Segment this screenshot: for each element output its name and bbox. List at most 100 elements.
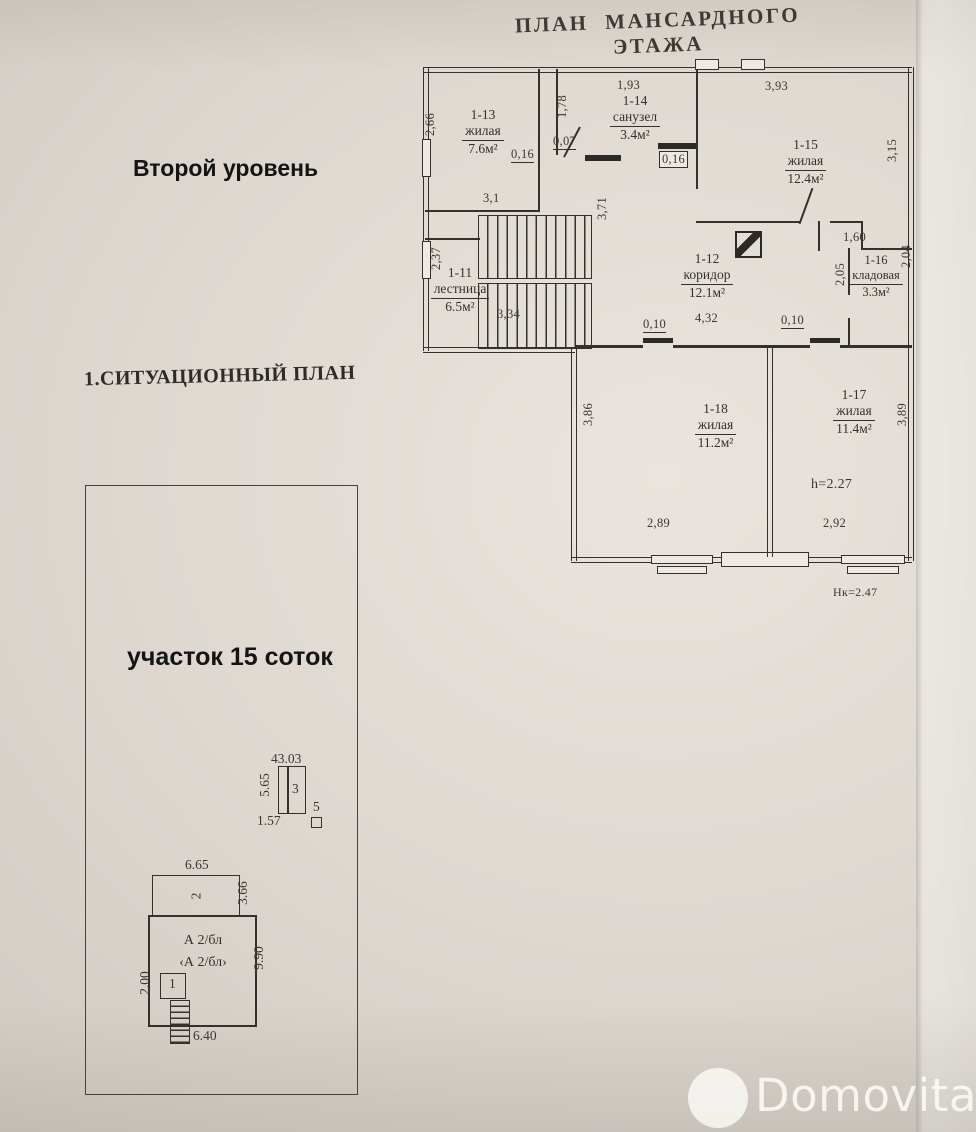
room-id: 1-16 (864, 253, 888, 267)
room-area: 11.4м² (836, 420, 872, 436)
wall-room13-bottom (425, 210, 540, 212)
wall-room15-bottom-b (830, 221, 863, 223)
room-area: 6.5м² (445, 298, 475, 314)
dim-label: 1,93 (617, 78, 641, 92)
dim-label: 2,89 (647, 516, 671, 530)
wall-outer-right (908, 67, 914, 561)
attic-floor-plan: 1-13 жилая 7.6м² 1-14 санузел 3.4м² 1-15… (405, 55, 927, 625)
paper-bottom-shade (0, 1002, 976, 1132)
door-threshold-sanuzel (585, 155, 621, 161)
room-label-1-16: 1-16 кладовая 3.3м² (835, 253, 917, 300)
dim-label: 0,16 (659, 151, 689, 168)
room-label-1-12: 1-12 коридор 12.1м² (653, 251, 761, 301)
wall-cap-1 (695, 59, 719, 70)
room-id: 1-14 (622, 93, 648, 108)
room-id: 1-13 (470, 107, 496, 122)
wall-corridor-bottom-b (673, 345, 810, 348)
door-threshold-room17 (810, 338, 840, 343)
dim-label: 3,15 (885, 138, 900, 163)
house-designation-1: А 2/бл (183, 933, 223, 948)
dim-label: 2,37 (429, 246, 444, 271)
room-label-1-11: 1-11 лестница 6.5м² (413, 265, 507, 315)
door-threshold-room18 (643, 338, 673, 343)
dim-label: 2,04 (899, 244, 914, 269)
house-outline: А 2/бл ‹А 2/бл› (148, 915, 257, 1027)
building-height-label: Hк=2.47 (833, 585, 878, 599)
situational-plan-title: 1.СИТУАЦИОННЫЙ ПЛАН (83, 361, 356, 391)
shed-divider (287, 767, 289, 813)
wall-jog-room16 (861, 221, 863, 250)
room-label-1-17: 1-17 жилая 11.4м² (800, 387, 908, 437)
aux-structure-outline (311, 817, 322, 828)
room-id: 1-11 (447, 265, 473, 280)
house-right-dim: 9.90 (250, 946, 266, 970)
door-threshold-hall (658, 143, 696, 149)
annex-number: 2 (188, 892, 204, 900)
room-id: 1-12 (694, 251, 720, 266)
dim-label: 1,60 (843, 230, 867, 244)
house-designation-2: ‹А 2/бл› (179, 955, 227, 970)
wall-sanuzel-left (556, 69, 558, 155)
room-name: жилая (833, 403, 875, 421)
house-porch-outline: 1 (160, 973, 186, 999)
paper-top-shade (0, 0, 976, 70)
house-steps (170, 1000, 190, 1044)
plot-size-label: участок 15 соток (127, 643, 333, 671)
room-name: лестница (430, 281, 490, 299)
shed-bottom-dim: 1.57 (257, 813, 281, 828)
paper-right-edge (916, 0, 976, 1132)
room-area: 3.4м² (620, 126, 650, 142)
situational-plan: участок 15 соток 43.03 5.65 3 1.57 5 6.6… (85, 485, 360, 1097)
room-name: коридор (680, 267, 734, 285)
room-id: 1-15 (793, 137, 818, 152)
stair-flight-lower (478, 283, 592, 349)
domovita-logo-circle-icon (688, 1068, 748, 1128)
room-label-1-18: 1-18 жилая 11.2м² (663, 401, 768, 451)
door-jamb-room15 (818, 221, 820, 251)
wall-corridor-bottom-a (575, 345, 643, 348)
level-annotation: Второй уровень (133, 155, 319, 181)
dim-label: 1,78 (555, 94, 570, 119)
stair-flight-upper (478, 215, 592, 279)
dim-label: 0,07 (553, 134, 577, 150)
dim-label: 0,10 (781, 313, 805, 329)
wall-outer-left (423, 67, 429, 351)
room-area: 11.2м² (697, 434, 734, 450)
aux-structure-number: 5 (313, 799, 320, 814)
house-bottom-dim: 6.40 (193, 1028, 217, 1043)
room-name: санузел (609, 109, 661, 127)
domovita-watermark-text: Domovita (755, 1069, 976, 1122)
house-top-dim: 6.65 (185, 857, 209, 872)
shed-left-dim: 5.65 (256, 773, 272, 797)
wall-sanuzel-right (696, 69, 698, 189)
window-bottom-2 (841, 555, 905, 564)
dim-label: 3,71 (595, 196, 610, 221)
dim-label: 4,32 (695, 311, 719, 325)
window-bottom-bay (721, 552, 809, 567)
window-left-2 (421, 241, 431, 279)
ceiling-height-label: h=2.27 (811, 477, 853, 492)
room-name: кладовая (849, 268, 903, 285)
window-sill-2 (847, 566, 899, 574)
room-area: 12.1м² (688, 284, 726, 300)
dim-label: 2,92 (823, 516, 847, 530)
dim-label: 3,89 (895, 402, 910, 427)
room-label-1-14: 1-14 санузел 3.4м² (587, 93, 683, 143)
wall-room16-left-b (848, 318, 850, 347)
dim-label: 0,16 (511, 147, 535, 163)
wall-room13-right (538, 69, 540, 212)
window-bottom-1 (651, 555, 713, 564)
dim-label: 3,34 (497, 307, 521, 321)
room-name: жилая (694, 417, 737, 435)
plot-boundary (85, 485, 358, 1095)
chimney-vent-symbol (735, 231, 762, 258)
porch-number: 1 (169, 976, 176, 991)
wall-room16-left-a (848, 248, 850, 295)
room-name: жилая (462, 123, 504, 141)
shed-outline: 3 (278, 766, 306, 814)
room-id: 1-17 (841, 387, 867, 402)
wall-corridor-bottom-c (840, 345, 912, 348)
wall-room16-top (861, 248, 912, 250)
room-area: 7.6м² (468, 140, 498, 156)
